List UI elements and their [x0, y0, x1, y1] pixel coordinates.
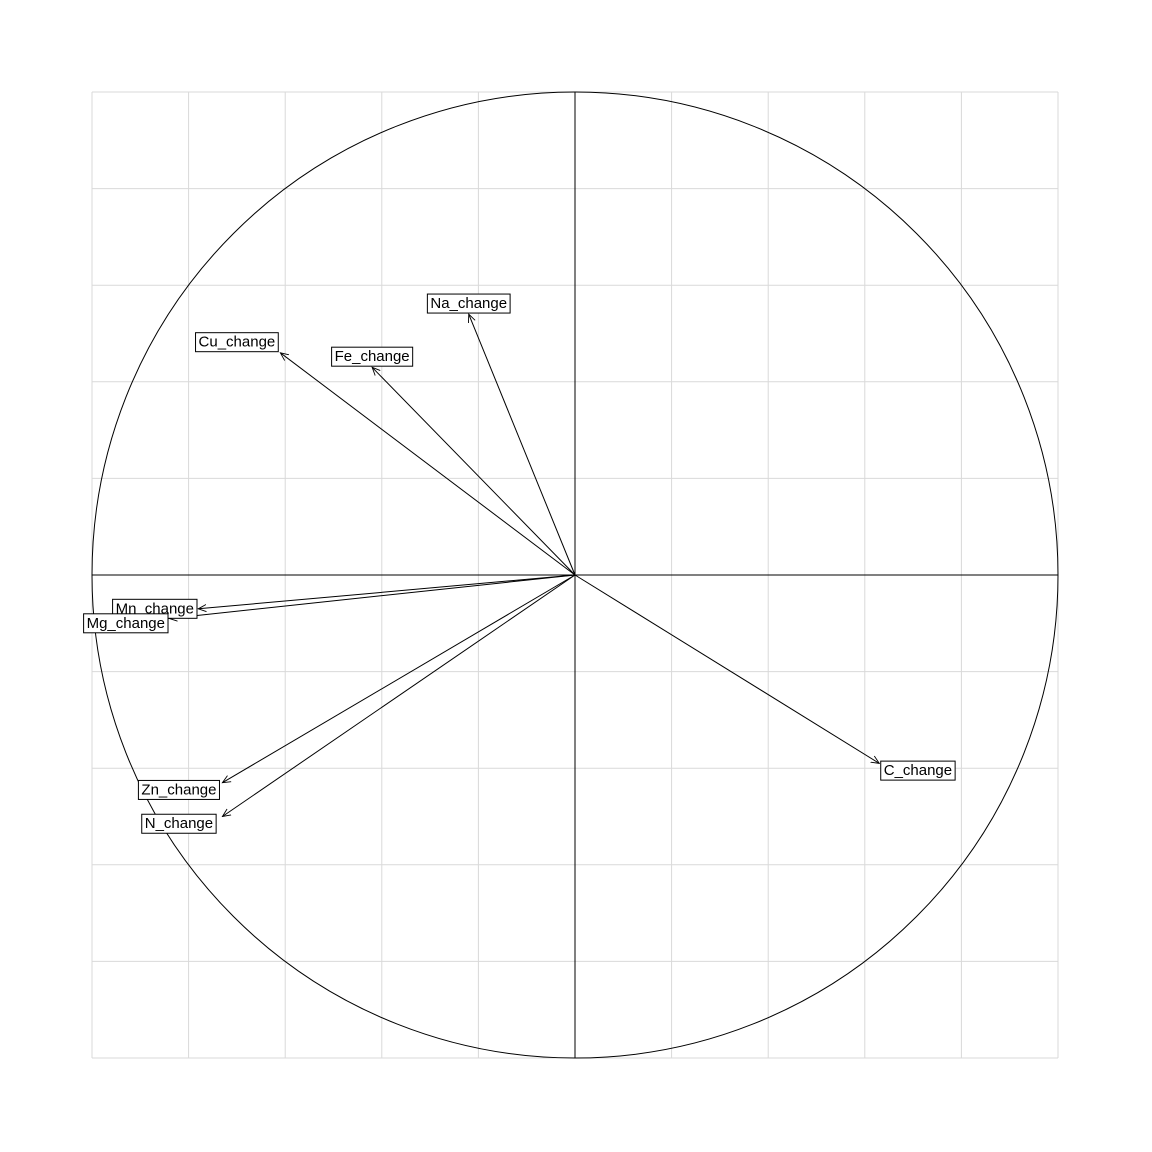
correlation-circle: [91, 91, 1059, 1059]
vector-arrow-cu-change: [280, 353, 576, 576]
vector-label-na-change: Na_change: [426, 293, 511, 314]
vector-label-zn-change: Zn_change: [137, 779, 220, 800]
vector-label-box: [880, 760, 956, 781]
vector-label-text: Mn_change: [116, 600, 194, 617]
vector-label-text: Na_change: [430, 295, 507, 312]
vector-label-text: Cu_change: [199, 334, 276, 351]
vector-label-text: Zn_change: [141, 781, 216, 798]
vector-label-box: [426, 293, 511, 314]
vector-label-box: [331, 346, 414, 367]
vector-label-box: [83, 613, 169, 634]
vector-arrow-mg-change: [169, 574, 576, 618]
vector-label-box: [141, 813, 217, 834]
vector-layer: [169, 314, 879, 816]
vector-arrow-zn-change: [222, 574, 576, 783]
vector-label-box: [137, 779, 220, 800]
vector-label-n-change: N_change: [141, 813, 217, 834]
vector-label-box: [195, 332, 279, 353]
vector-label-c-change: C_change: [880, 760, 956, 781]
vector-arrow-c-change: [574, 574, 879, 763]
vector-arrow-fe-change: [372, 367, 576, 576]
vector-arrow-mn-change: [198, 574, 576, 609]
vector-arrow-na-change: [469, 314, 576, 576]
vector-label-text: Mg_change: [87, 615, 165, 632]
unit-circle-layer: [91, 91, 1059, 1059]
vector-label-fe-change: Fe_change: [331, 346, 414, 367]
vector-label-text: N_change: [145, 815, 213, 832]
vector-label-cu-change: Cu_change: [195, 332, 279, 353]
vector-label-text: Fe_change: [335, 348, 410, 365]
vector-arrow-n-change: [222, 574, 576, 817]
vector-label-text: C_change: [884, 762, 952, 779]
vector-label-mg-change: Mg_change: [83, 613, 169, 634]
